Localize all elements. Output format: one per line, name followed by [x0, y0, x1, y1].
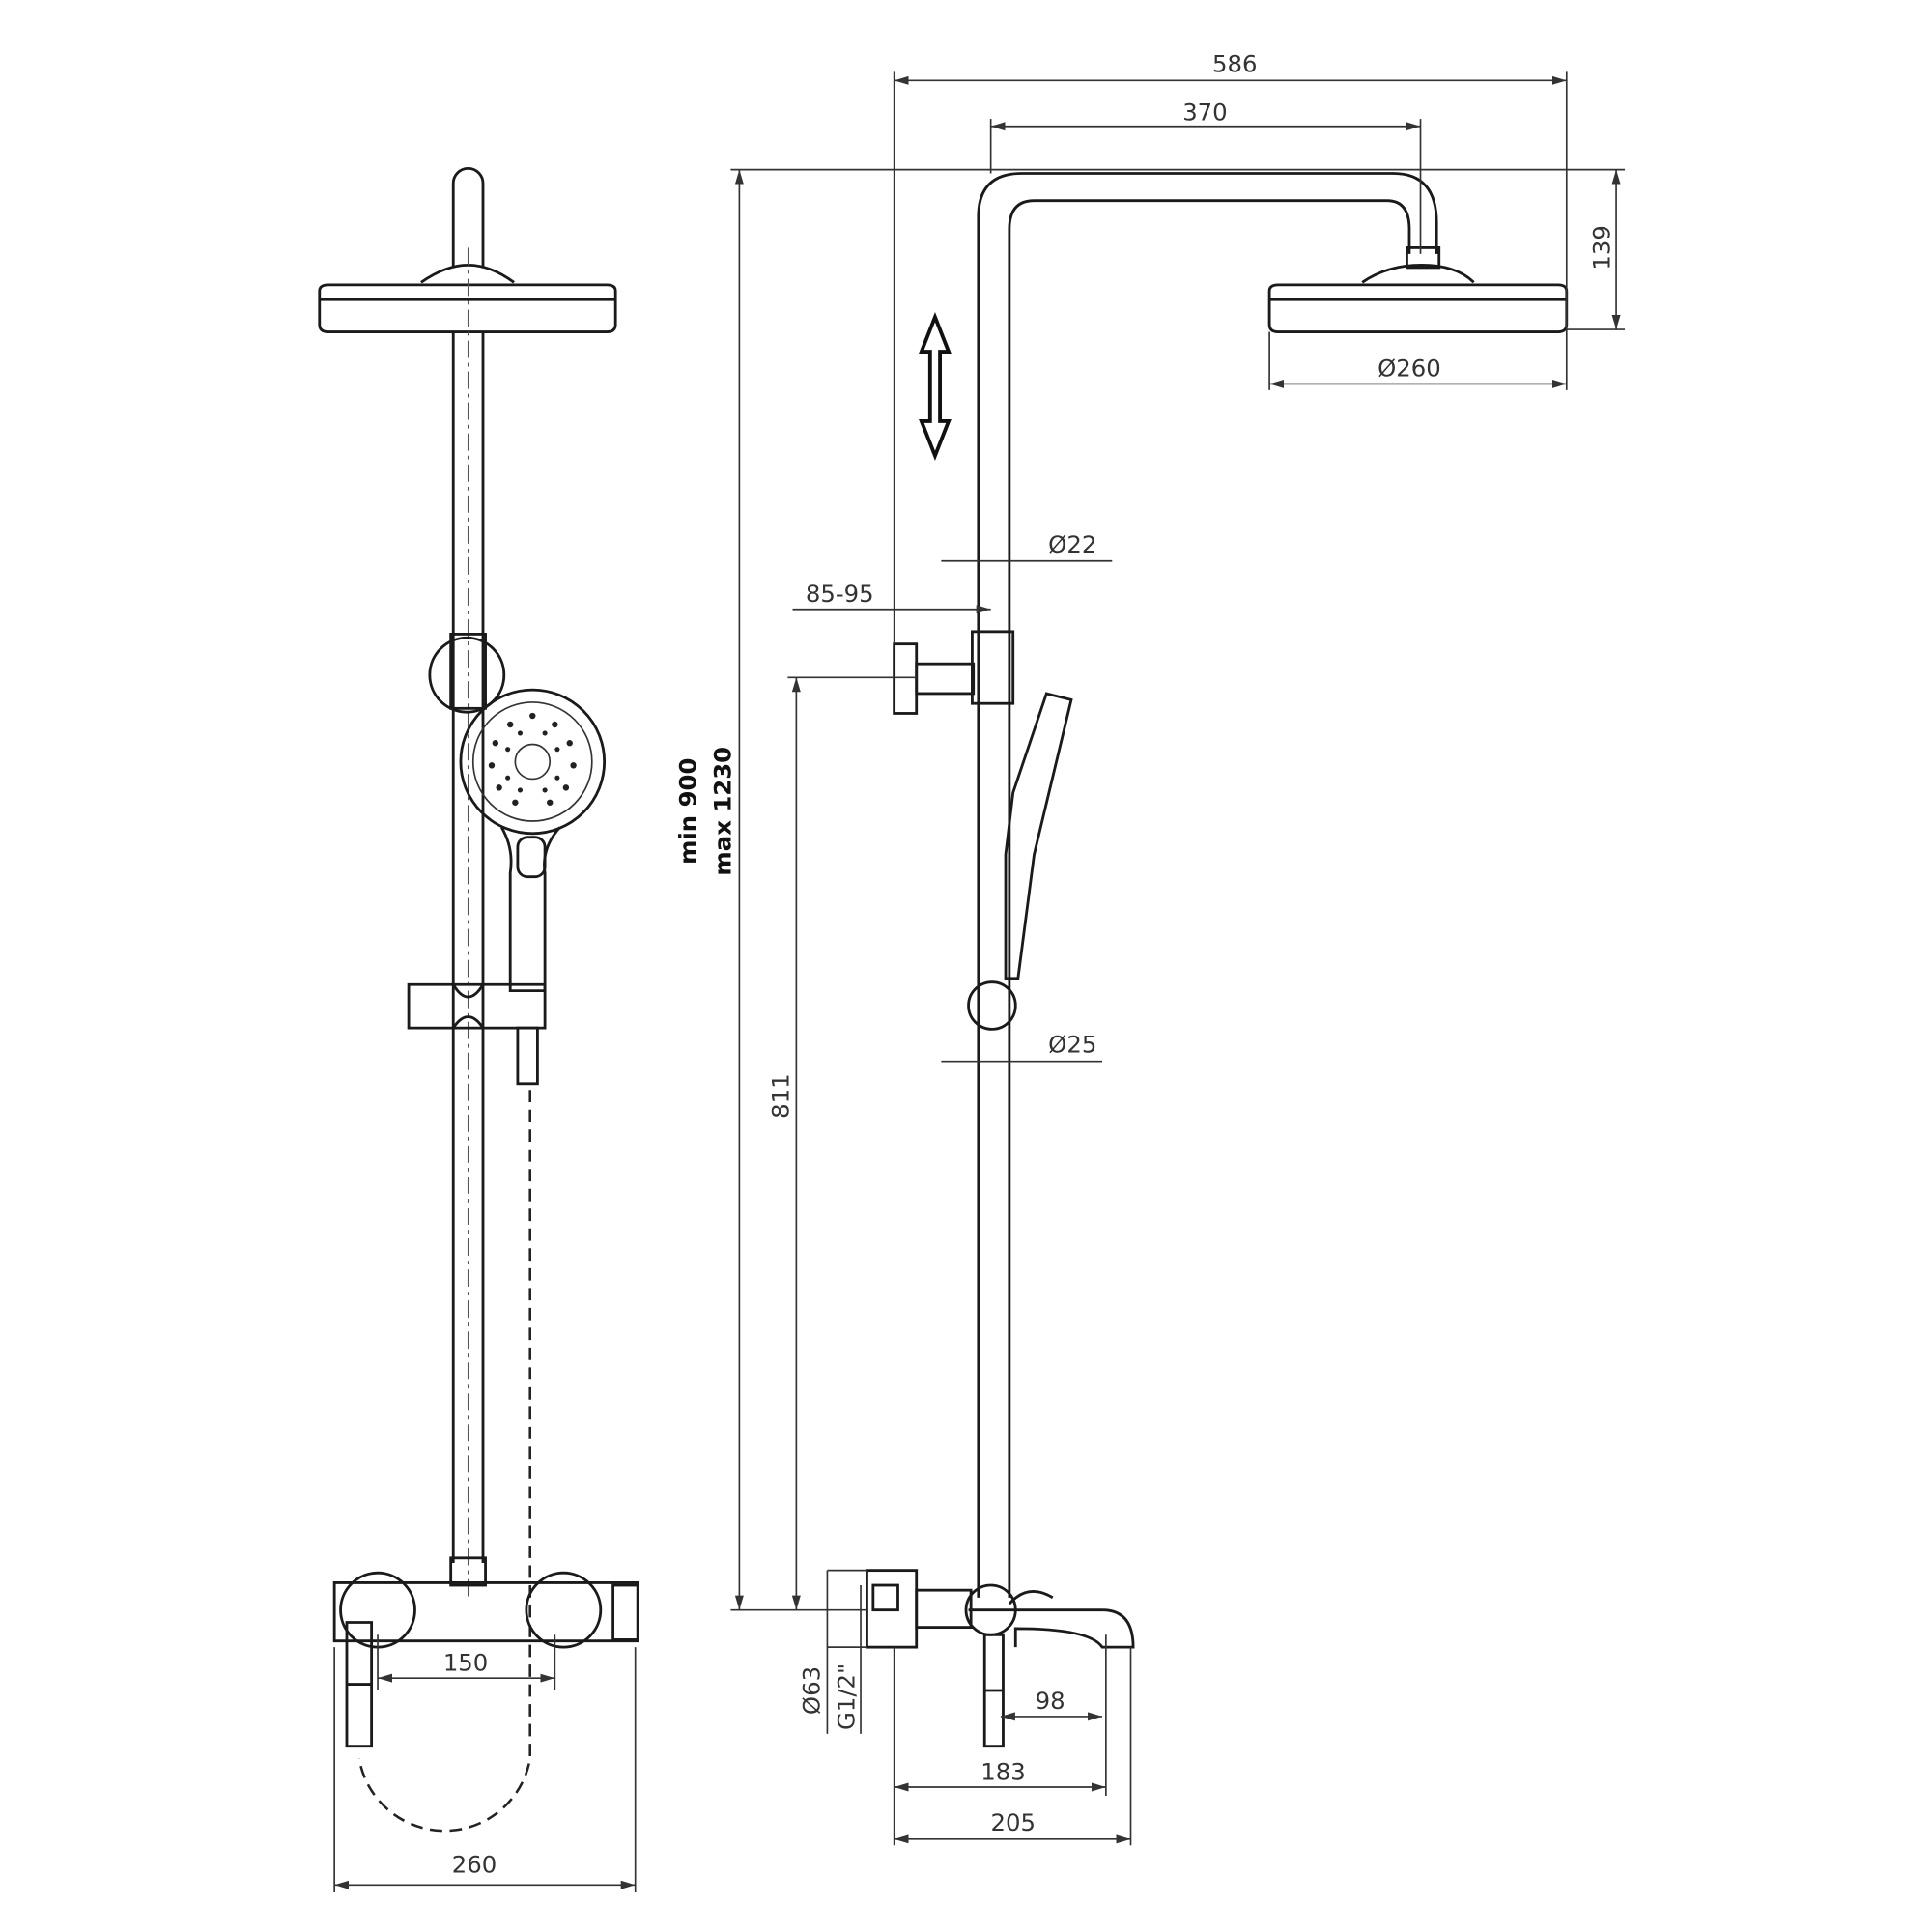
dim-thread-label: G1/2" [833, 1663, 861, 1730]
shower-holder [407, 982, 547, 1030]
mixer-side [866, 1569, 1135, 1748]
dim-d63-label: Ø63 [798, 1666, 826, 1715]
height-adjust-arrow-icon [919, 311, 952, 462]
dim-183-label: 183 [980, 1757, 1025, 1785]
wall-bracket [893, 630, 1015, 715]
hand-shower-face [459, 688, 607, 836]
dim-d25-label: Ø25 [1048, 1031, 1096, 1059]
dim-98-label: 98 [1036, 1687, 1065, 1715]
side-view: 586 370 139 Ø260 Ø22 85-95 Ø25 811 min 9… [674, 49, 1626, 1846]
dim-head-diameter-label: Ø260 [1378, 355, 1441, 383]
slider-bracket [428, 636, 506, 714]
front-view: 150 260 [318, 167, 639, 1892]
dim-height-min-label: min 900 [674, 758, 702, 865]
slider-ball [967, 980, 1017, 1031]
riser-front [451, 331, 485, 1563]
dim-139-label: 139 [1588, 225, 1616, 270]
dim-811-label: 811 [767, 1073, 795, 1118]
spray-nozzles [488, 712, 577, 806]
dim-height-max-label: max 1230 [708, 747, 736, 876]
dim-205-label: 205 [990, 1808, 1035, 1836]
dim-370-label: 370 [1182, 98, 1227, 126]
dim-150-label: 150 [443, 1648, 488, 1676]
hand-shower-side [1004, 692, 1073, 980]
overhead-shower-side [1267, 263, 1569, 334]
top-pipe [451, 167, 485, 267]
hand-shower-handle [500, 826, 561, 993]
shower-arm [977, 172, 1438, 1598]
hose [357, 1090, 531, 1833]
dim-586-label: 586 [1212, 49, 1257, 77]
dim-85-95-label: 85-95 [806, 580, 874, 608]
dim-260-label: 260 [452, 1850, 497, 1878]
dim-d22-label: Ø22 [1048, 530, 1096, 558]
